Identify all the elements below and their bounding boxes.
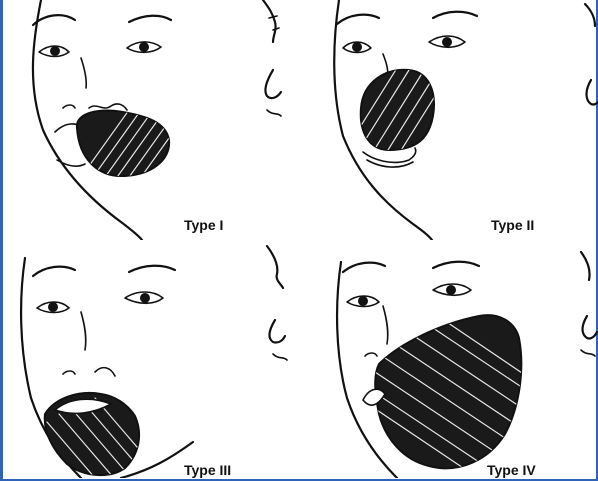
profile-nose [269, 320, 285, 343]
upper-lip [89, 104, 127, 110]
right-pupil [140, 293, 150, 303]
left-eyebrow [33, 267, 75, 276]
profile-brow [263, 0, 276, 42]
profile-lip [581, 350, 595, 356]
left-pupil [48, 302, 58, 312]
left-eyebrow [33, 15, 75, 25]
type-label-4: Type IV [487, 462, 536, 478]
lesion-type-2 [361, 70, 434, 150]
left-eyebrow [337, 15, 379, 24]
profile-nose [587, 80, 598, 105]
profile-brow [267, 246, 283, 288]
profile-lip [273, 354, 287, 360]
panel-type-4: Type IV [329, 238, 598, 478]
type-label-2: Type II [491, 217, 534, 233]
profile-brow [581, 252, 590, 280]
left-pupil [352, 42, 362, 52]
face-drawing-type-4 [329, 238, 598, 478]
panel-type-3: Type III [11, 238, 321, 478]
right-eyebrow [433, 262, 479, 268]
right-pupil [442, 37, 452, 47]
left-pupil [358, 296, 368, 306]
type-label-3: Type III [184, 462, 231, 478]
left-pupil [50, 46, 60, 56]
right-pupil [446, 285, 456, 295]
face-drawing-type-3 [11, 238, 321, 478]
panel-type-1: Type I [11, 0, 321, 240]
type-label-1: Type I [184, 217, 223, 233]
profile-lip [267, 110, 281, 116]
face-drawing-type-1 [11, 0, 321, 240]
right-eyebrow [433, 12, 477, 18]
profile-brow [585, 4, 595, 26]
face-drawing-type-2 [329, 0, 598, 240]
nose-line [383, 306, 388, 344]
left-eyebrow [343, 263, 385, 272]
nose-line [81, 312, 86, 350]
nostrils [63, 368, 115, 376]
profile-nose [583, 316, 598, 339]
lesion-type-1 [77, 111, 169, 176]
right-eyebrow [129, 16, 171, 22]
panel-type-2: Type II [329, 0, 598, 240]
nose-line [81, 58, 86, 88]
right-eyebrow [129, 266, 175, 272]
profile-nose [265, 70, 281, 98]
right-pupil [139, 42, 149, 52]
nostril [63, 105, 75, 108]
nostril [365, 353, 377, 356]
